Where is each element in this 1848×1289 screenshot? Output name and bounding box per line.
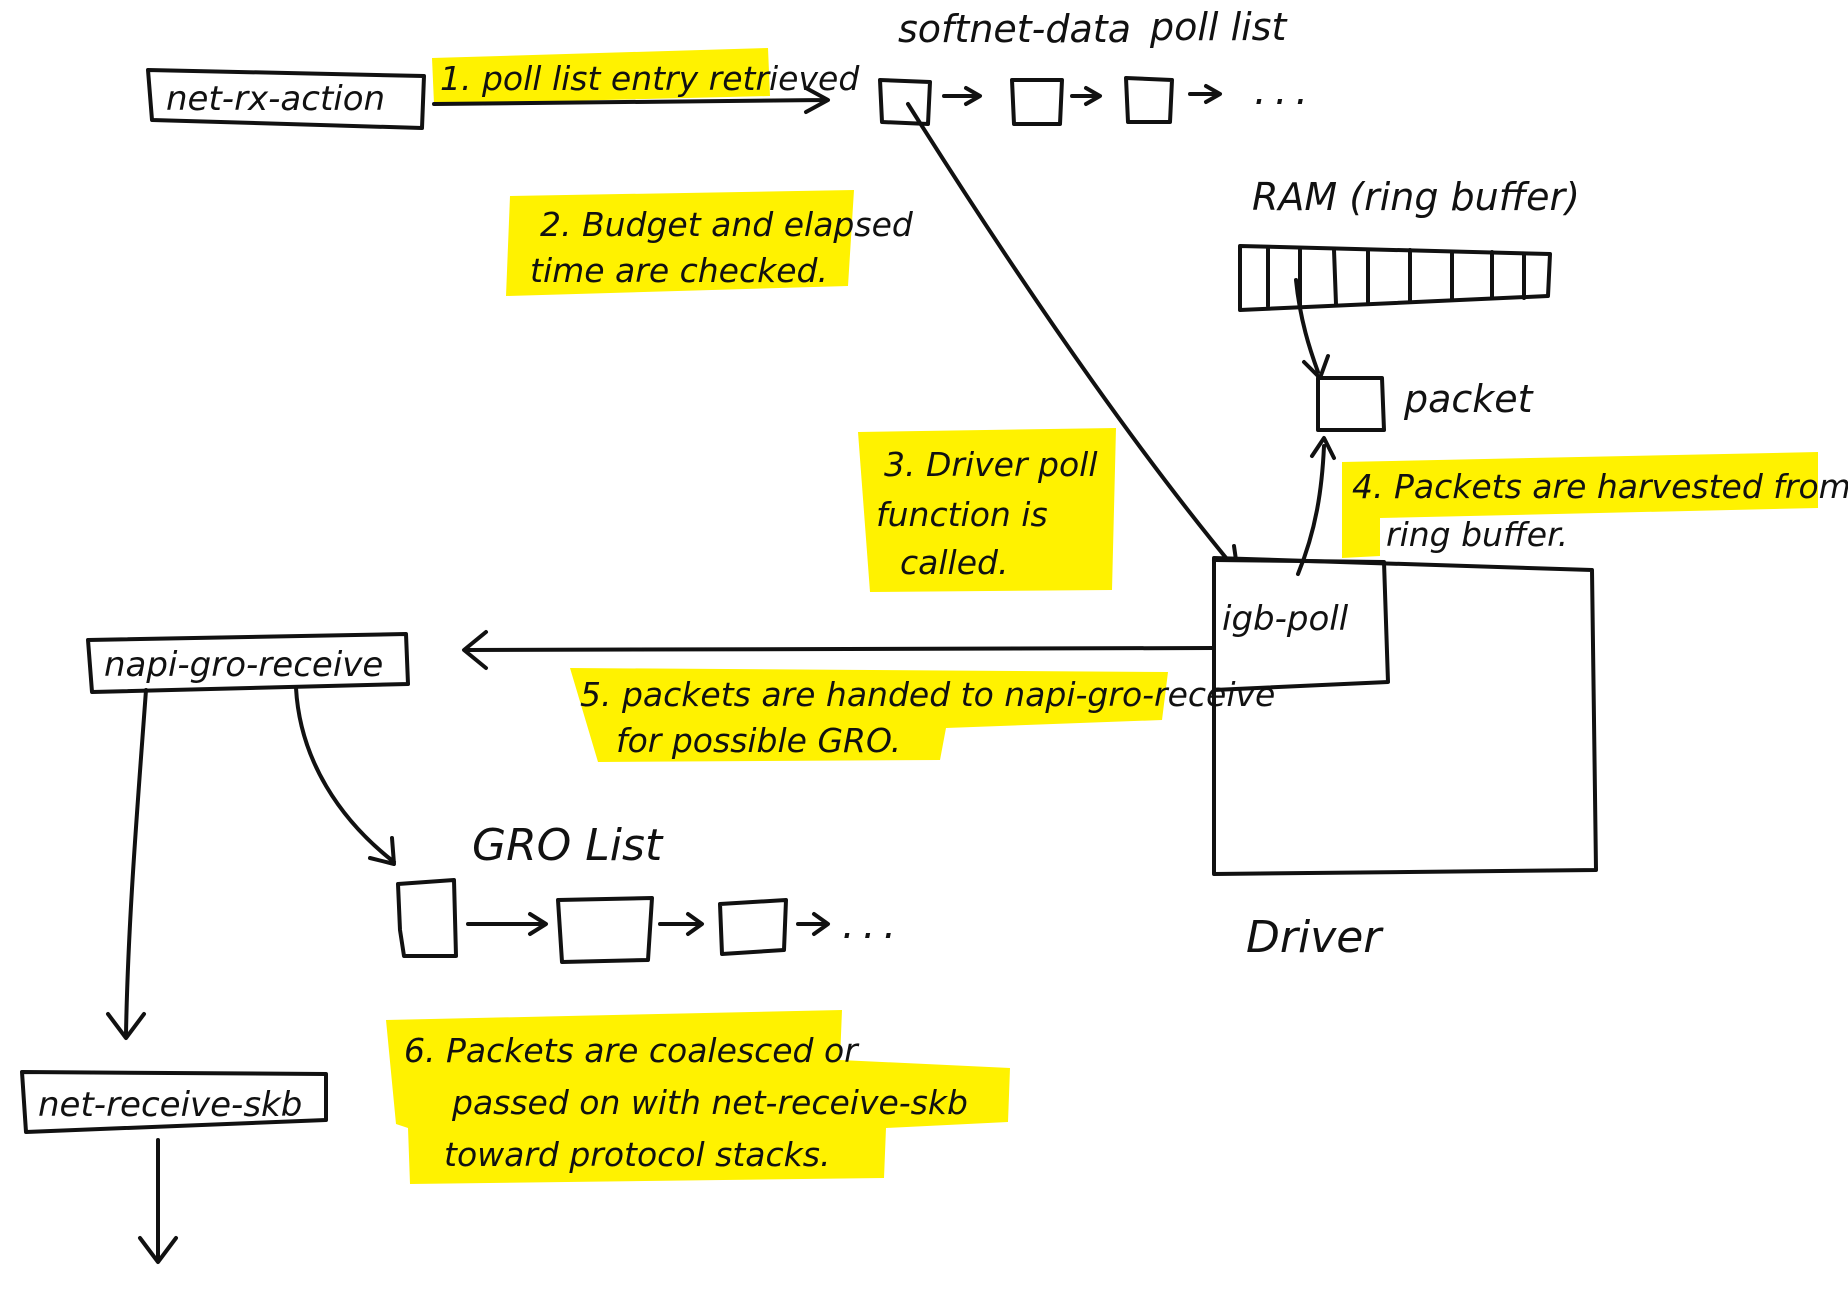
- poll-list-arrow-1: [942, 86, 982, 106]
- ring-buffer: [1238, 244, 1552, 312]
- step6-line2: passed on with net-receive-skb: [451, 1083, 968, 1122]
- poll-list-ellipsis: ...: [1254, 68, 1316, 114]
- poll-list-arrow-3: [1188, 84, 1222, 104]
- net-rx-action-box: [146, 68, 426, 130]
- napi-gro-receive-label: napi-gro-receive: [104, 645, 383, 685]
- step1-line1: 1. poll list entry retrieved: [440, 59, 860, 98]
- gro-list-label: GRO List: [472, 820, 664, 871]
- driver-label: Driver: [1246, 912, 1384, 963]
- poll-list: ...: [878, 68, 1316, 126]
- driver-box: [1212, 556, 1598, 876]
- ring-buffer-slots: [1266, 246, 1526, 308]
- step6-line3: toward protocol stacks.: [444, 1135, 830, 1174]
- igb-poll-label: igb-poll: [1222, 599, 1349, 639]
- napi-gro-receive-node: napi-gro-receive: [86, 632, 410, 694]
- packet-node: packet: [1316, 376, 1535, 432]
- softnet-data-label: softnet-data: [898, 7, 1131, 51]
- gro-list-arrow-3: [796, 912, 830, 936]
- arrow-harvest: [1296, 436, 1336, 576]
- packet-box: [1316, 376, 1386, 432]
- step1-note: 1. poll list entry retrieved: [440, 59, 860, 98]
- step2-note: 2. Budget and elapsed time are checked.: [530, 205, 914, 290]
- driver-node: igb-poll Driver: [1212, 556, 1598, 963]
- net-rx-action-node: net-rx-action: [146, 68, 426, 130]
- step5-note: 5. packets are handed to napi-gro-receiv…: [580, 675, 1275, 760]
- net-receive-skb-label: net-receive-skb: [38, 1085, 302, 1125]
- step2-line1: 2. Budget and elapsed: [540, 205, 914, 244]
- highlight-step2: [506, 190, 854, 296]
- poll-list-node-1: [878, 78, 932, 126]
- gro-list-node-1: [396, 878, 458, 958]
- gro-list-node-2: [556, 896, 654, 964]
- net-rx-action-label: net-rx-action: [166, 79, 385, 119]
- ram-label: RAM (ring buffer): [1252, 175, 1580, 219]
- step6-note: 6. Packets are coalesced or passed on wi…: [404, 1031, 968, 1174]
- highlight-step6: [386, 1010, 1010, 1184]
- ring-buffer-box: [1238, 244, 1552, 312]
- highlight-step5: [570, 668, 1168, 762]
- poll-list-arrow-2: [1070, 86, 1102, 106]
- packet-label: packet: [1403, 377, 1535, 421]
- step5-line2: for possible GRO.: [616, 721, 901, 760]
- arrow-poll-entry: [432, 86, 830, 114]
- step5-line1: 5. packets are handed to napi-gro-receiv…: [580, 675, 1275, 714]
- step6-line1: 6. Packets are coalesced or: [404, 1031, 860, 1070]
- gro-list-arrow-2: [658, 912, 704, 936]
- arrow-to-napi-gro-receive: [462, 630, 1216, 670]
- arrow-to-gro-list: [294, 686, 396, 866]
- gro-list: ...: [396, 878, 904, 964]
- poll-list-label: poll list: [1149, 5, 1288, 49]
- poll-list-node-2: [1010, 78, 1064, 126]
- highlight-step4: [1342, 452, 1818, 558]
- gro-list-arrow-1: [466, 912, 548, 936]
- step4-line1: 4. Packets are harvested from: [1352, 467, 1848, 506]
- igb-poll-box: [1212, 558, 1390, 692]
- net-receive-skb-node: net-receive-skb: [20, 1070, 328, 1134]
- step3-line1: 3. Driver poll: [884, 445, 1098, 484]
- step4-note: 4. Packets are harvested from ring buffe…: [1352, 467, 1848, 554]
- step3-note: 3. Driver poll function is called.: [876, 445, 1098, 582]
- arrow-toward-protocol-stacks: [138, 1138, 178, 1264]
- highlights: [386, 48, 1818, 1184]
- napi-gro-receive-box: [86, 632, 410, 694]
- arrow-to-net-receive-skb: [106, 688, 148, 1040]
- gro-list-node-3: [718, 898, 788, 956]
- step3-line3: called.: [900, 543, 1008, 582]
- net-receive-skb-box: [20, 1070, 328, 1134]
- highlight-step1: [432, 48, 770, 104]
- highlight-step3: [858, 428, 1116, 592]
- poll-list-node-3: [1124, 76, 1174, 124]
- gro-list-ellipsis: ...: [842, 902, 904, 948]
- step2-line2: time are checked.: [530, 251, 828, 290]
- step4-line2: ring buffer.: [1386, 515, 1568, 554]
- step3-line2: function is: [876, 495, 1048, 534]
